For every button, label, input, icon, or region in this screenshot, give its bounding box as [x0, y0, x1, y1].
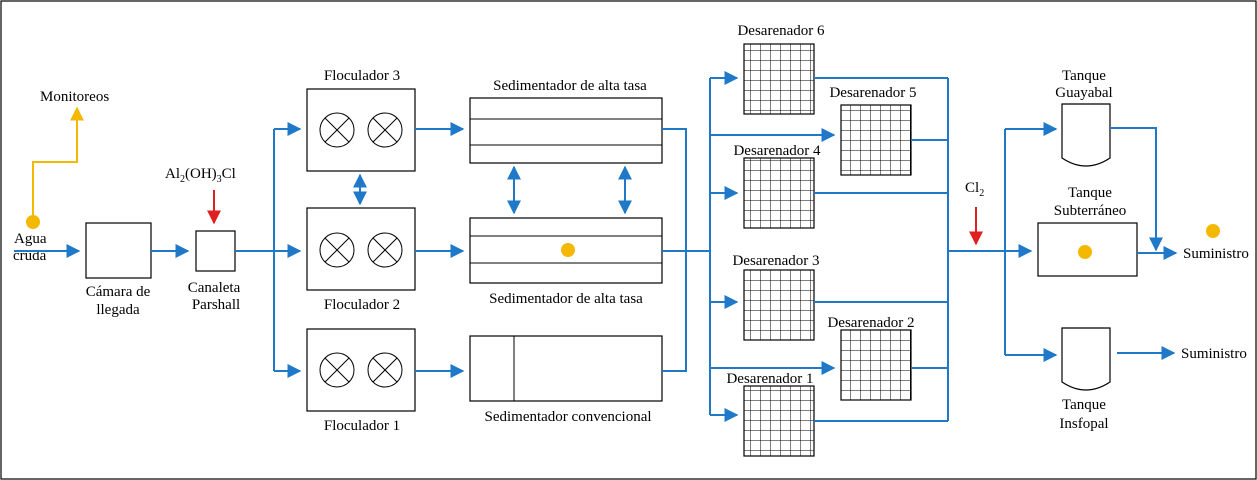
label-floc2: Floculador 2 [324, 297, 400, 313]
label-agua: Agua [14, 231, 47, 247]
label-insfopal-1: Tanque [1062, 397, 1106, 413]
desarenador-3 [743, 269, 815, 341]
canaleta-parshall [195, 230, 236, 272]
monitoring-point-suministro [1206, 224, 1220, 238]
label-des5: Desarenador 5 [829, 85, 916, 101]
label-guayabal-1: Tanque [1062, 68, 1106, 84]
desarenador-6 [743, 43, 815, 115]
camara-de-llegada [85, 222, 152, 279]
label-floc1: Floculador 1 [324, 418, 400, 434]
label-floc3: Floculador 3 [324, 68, 400, 84]
label-camara-1: Cámara de [86, 284, 151, 300]
label-canaleta-2: Parshall [192, 297, 240, 313]
monitoring-point-tanque [1078, 245, 1092, 259]
label-insfopal-2: Insfopal [1059, 416, 1108, 432]
label-suministro-2: Suministro [1181, 346, 1247, 362]
monitoring-arrow [32, 106, 84, 215]
sedimentador-convencional [469, 335, 663, 402]
label-subterraneo-1: Tanque [1068, 185, 1112, 201]
label-des4: Desarenador 4 [733, 143, 821, 159]
label-monitoreos: Monitoreos [40, 89, 109, 105]
monitoring-point-sedimentador [561, 243, 575, 257]
floculador-1 [306, 328, 416, 412]
label-subterraneo-2: Subterráneo [1054, 203, 1126, 219]
label-sed-alta-bottom: Sedimentador de alta tasa [489, 291, 643, 307]
desarenador-4 [743, 157, 815, 229]
desarenador-1 [743, 385, 815, 457]
label-coagulant: Al2(OH)3Cl [165, 166, 236, 185]
label-cl2: Cl2 [965, 180, 984, 199]
label-sed-conv: Sedimentador convencional [484, 409, 651, 425]
label-des6: Desarenador 6 [737, 23, 825, 39]
label-suministro-1: Suministro [1183, 246, 1249, 262]
flow-guayabal-out [1110, 127, 1163, 252]
label-sed-alta-top: Sedimentador de alta tasa [493, 78, 647, 94]
floculador-2 [306, 207, 416, 291]
label-canaleta-1: Canaleta [188, 280, 241, 296]
floculador-3 [306, 88, 416, 172]
label-camara-2: llegada [96, 302, 140, 318]
label-des1: Desarenador 1 [726, 371, 813, 387]
desarenador-2 [840, 329, 912, 401]
label-guayabal-2: Guayabal [1055, 85, 1112, 101]
tanque-guayabal [1061, 103, 1111, 167]
tanque-insfopal [1061, 327, 1111, 391]
label-des3: Desarenador 3 [732, 253, 819, 269]
desarenador-5 [840, 104, 912, 176]
label-des2: Desarenador 2 [827, 315, 914, 331]
monitoring-point-intake [26, 215, 40, 229]
sedimentador-alta-tasa-top [469, 97, 663, 164]
